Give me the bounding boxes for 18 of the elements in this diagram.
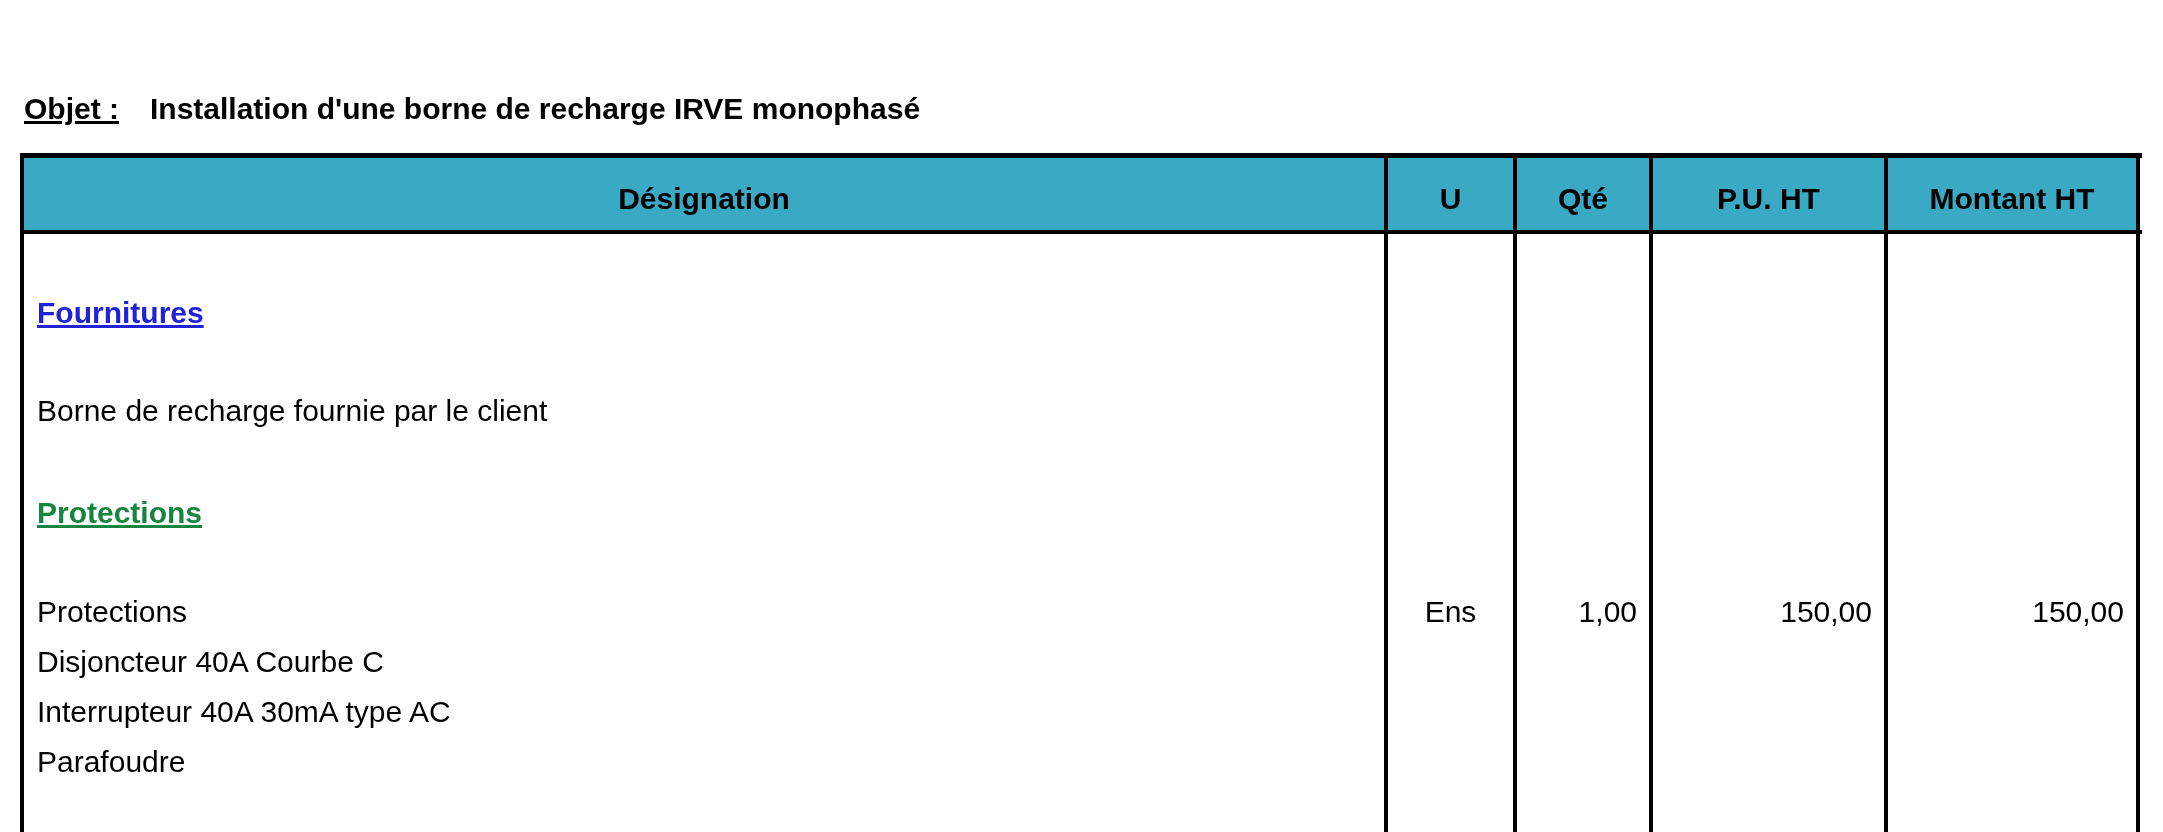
- unit-price-value: 150,00: [1779, 595, 1872, 629]
- amount-value: 150,00: [2031, 595, 2124, 629]
- unit-value: Ens: [1423, 595, 1478, 629]
- section-heading: Fournitures: [37, 296, 204, 330]
- item-description: Parafoudre: [37, 745, 186, 779]
- item-description: Borne de recharge fournie par le client: [37, 394, 548, 428]
- section-heading: Protections: [37, 496, 203, 530]
- quantity-value: 1,00: [1577, 595, 1637, 629]
- column-header: Désignation: [617, 182, 791, 216]
- column-header: Montant HT: [1928, 182, 2096, 216]
- column-header: Qté: [1557, 182, 1609, 216]
- document-title: Installation d'une borne de recharge IRVE monophasé: [150, 92, 921, 126]
- column-header: U: [1438, 182, 1463, 216]
- item-description: Interrupteur 40A 30mA type AC: [37, 695, 451, 729]
- subject-label: Objet :: [24, 92, 119, 126]
- item-description: Protections: [37, 595, 188, 629]
- column-header: P.U. HT: [1716, 182, 1821, 216]
- item-description: Disjoncteur 40A Courbe C: [37, 645, 384, 679]
